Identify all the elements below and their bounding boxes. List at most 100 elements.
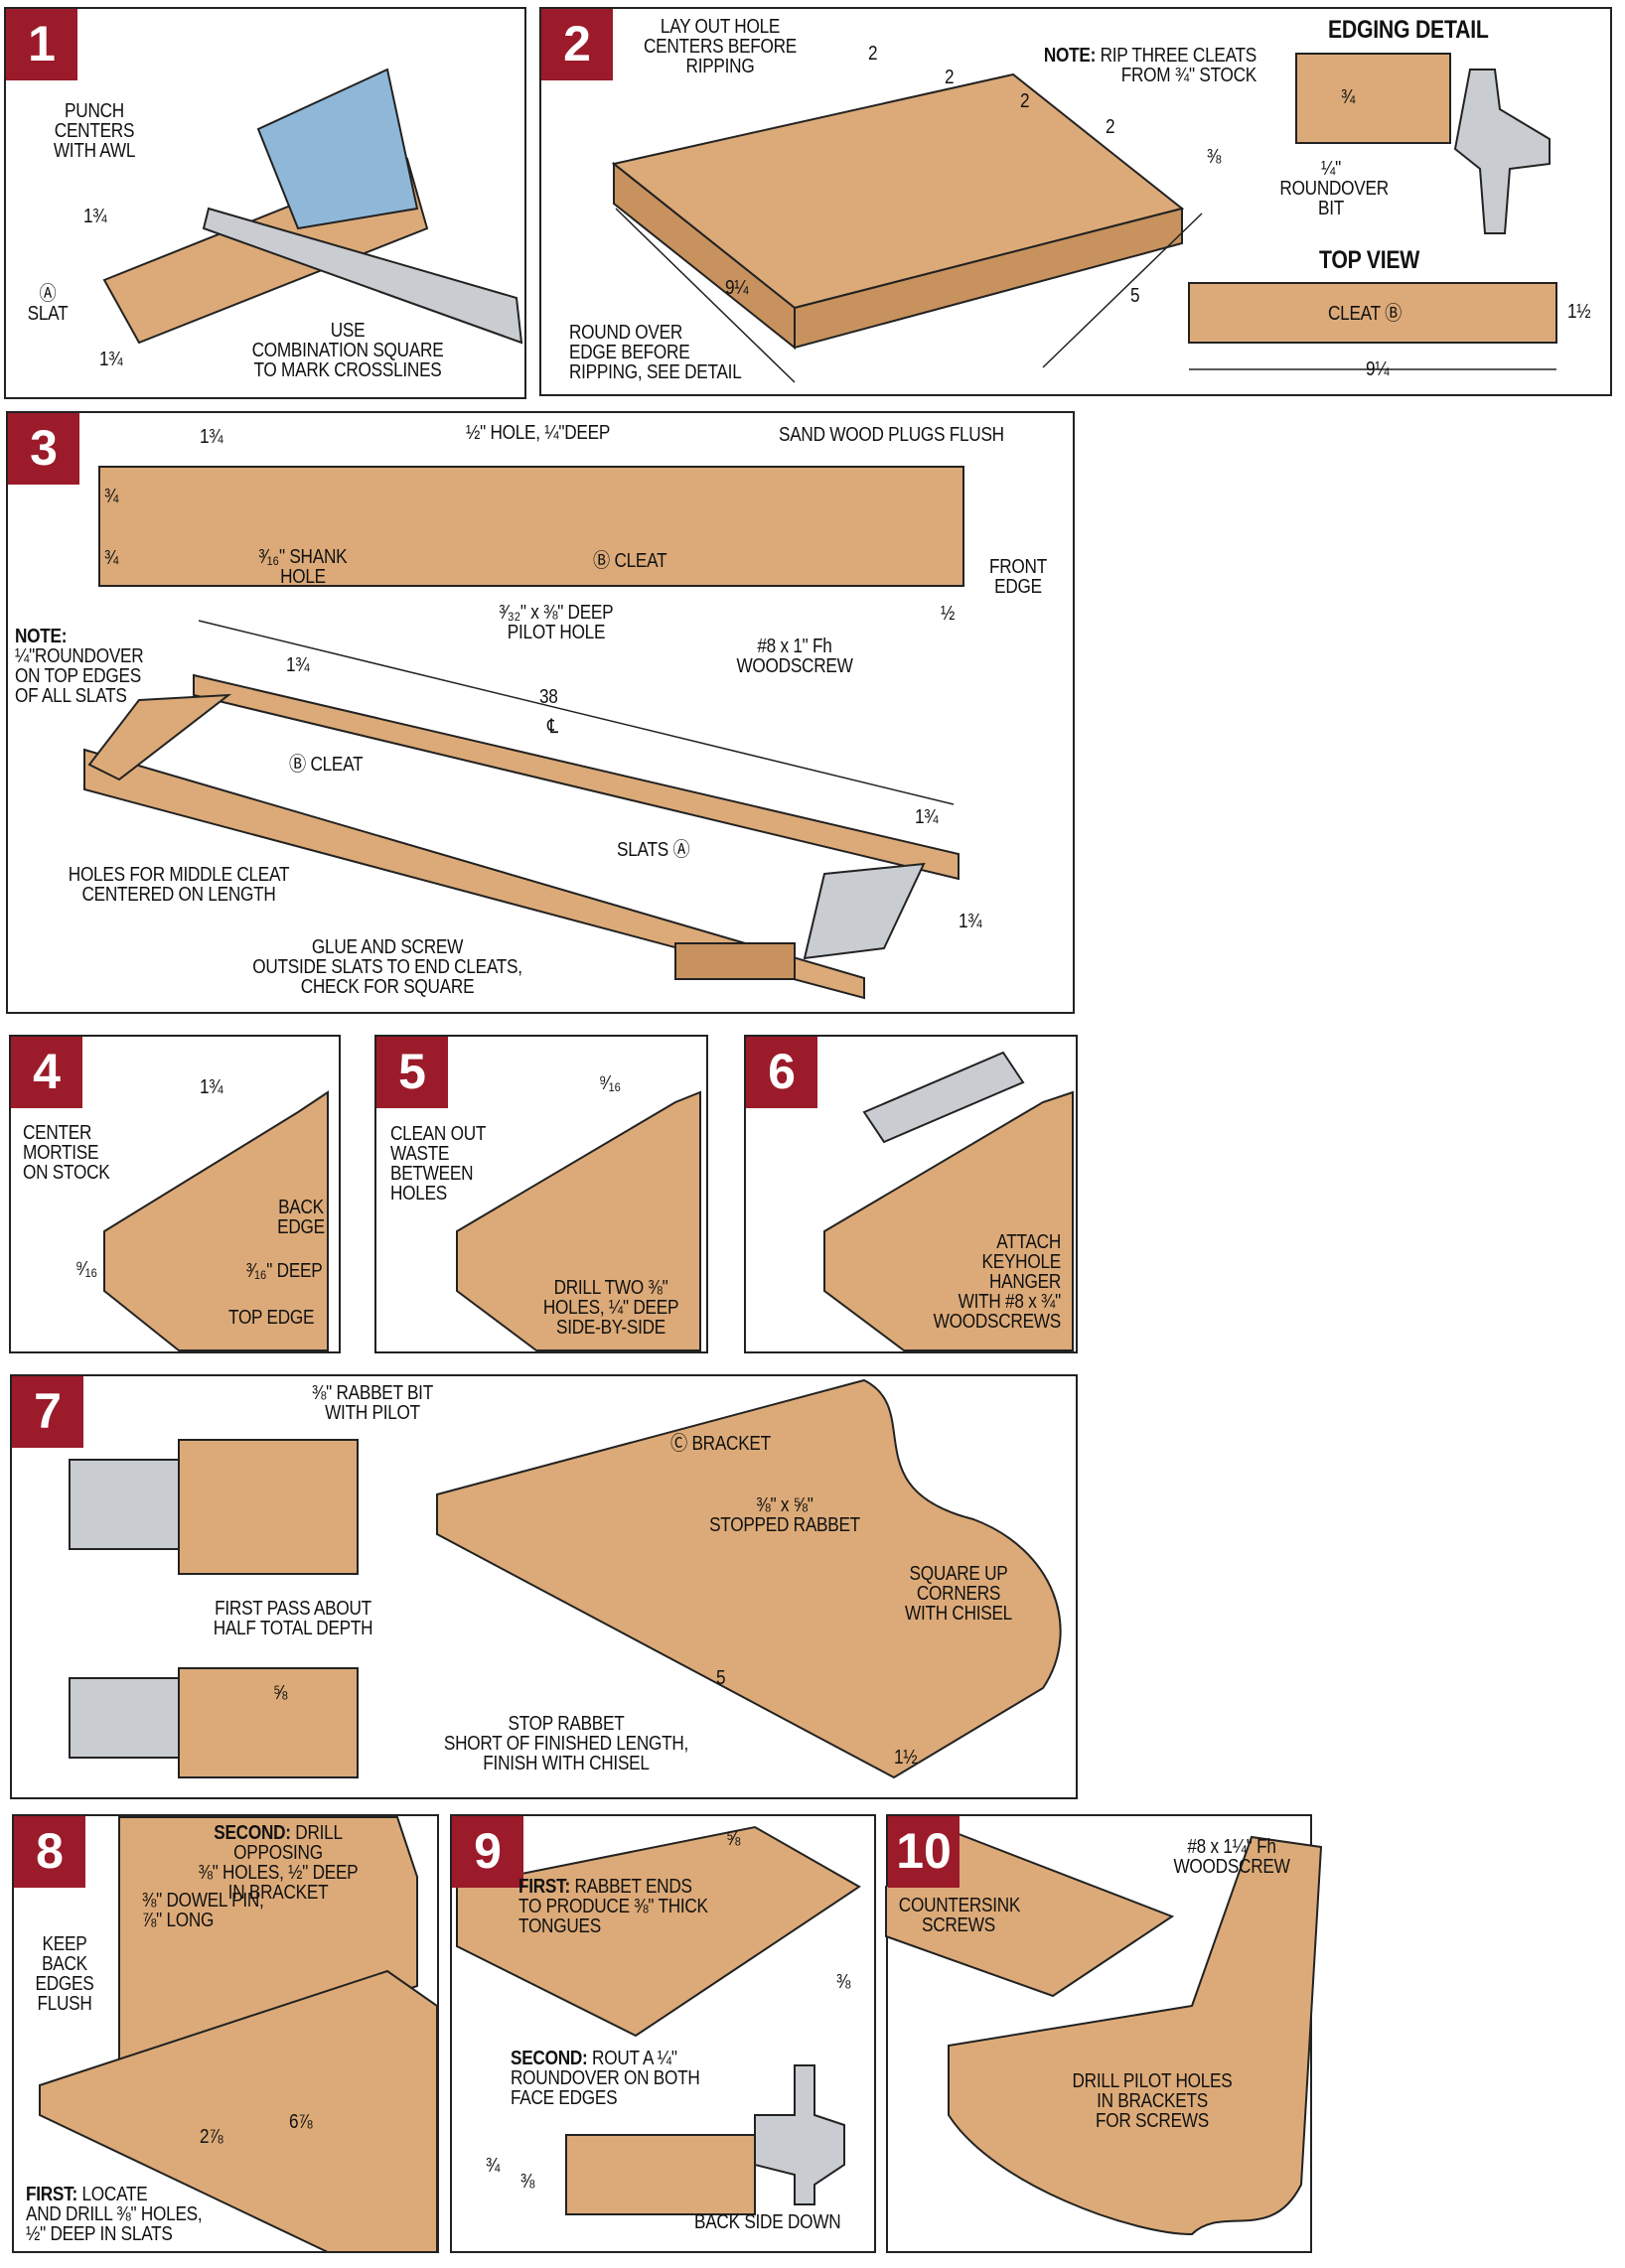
dimension-label: ¾ — [1341, 86, 1356, 108]
dimension-label: ¾ — [104, 486, 119, 507]
dimension-label: ⅜ — [520, 2171, 535, 2193]
callout-square-corners: SQUARE UP CORNERS WITH CHISEL — [904, 1563, 1013, 1625]
callout-locate-drill: FIRST: LOCATE AND DRILL ⅜" HOLES, ½" DEE… — [26, 2185, 203, 2244]
dimension-label: ⁹⁄₁₆ — [599, 1072, 621, 1094]
callout-center-mortise: CENTER MORTISE ON STOCK — [23, 1122, 110, 1184]
slat-tongue-9 — [456, 1825, 861, 2038]
dimension-label: ⅜ — [836, 1971, 851, 1993]
callout-shank-hole: ³⁄₁₆" SHANK HOLE — [258, 546, 348, 588]
step-number-badge: 7 — [12, 1376, 83, 1448]
dimension-label: 1½ — [894, 1747, 918, 1769]
mortise-stock-4 — [103, 1090, 329, 1351]
step-number-badge: 10 — [888, 1816, 960, 1888]
dimension-label: 2 — [1020, 90, 1030, 112]
dimension-label: ¾ — [486, 2155, 501, 2177]
callout-dowel-pin: ⅜" DOWEL PIN, ⅞" LONG — [142, 1890, 264, 1931]
end-cleat-right — [803, 862, 926, 960]
dimension-label: 5 — [1130, 285, 1140, 307]
part-label-slat: Ⓐ SLAT — [27, 283, 69, 325]
level-illustration — [674, 942, 796, 980]
dimension-label: ⅜ — [1207, 146, 1222, 168]
roundover-bit-illustration — [1453, 69, 1551, 234]
slats-a-label: SLATS Ⓐ — [617, 839, 690, 861]
rabbet-workpiece-1 — [178, 1439, 359, 1575]
callout-rout-roundover: SECOND: ROUT A ¼" ROUNDOVER ON BOTH FACE… — [511, 2049, 700, 2108]
callout-back-side-down: BACK SIDE DOWN — [694, 2211, 841, 2233]
callout-top-edge: TOP EDGE — [228, 1307, 315, 1329]
bracket-8 — [118, 1816, 418, 2087]
step-1-panel — [4, 7, 526, 399]
callout-combination-square: USE COMBINATION SQUARE TO MARK CROSSLINE… — [251, 320, 444, 381]
board-side — [794, 207, 1183, 350]
dimension-label: 5 — [716, 1667, 726, 1689]
dimension-label: 2 — [868, 43, 878, 65]
top-view-cleat — [1188, 282, 1557, 344]
dimension-label: 1¾ — [286, 654, 310, 676]
callout-back-edge: BACK EDGE — [277, 1197, 325, 1238]
cleat-b-label: CLEAT Ⓑ — [1328, 303, 1403, 325]
callout-woodscrew: #8 x 1" Fh WOODSCREW — [736, 636, 853, 677]
end-cleat-left — [87, 693, 232, 781]
step-number-badge: 3 — [8, 413, 79, 485]
callout-round-over: ROUND OVER EDGE BEFORE RIPPING, SEE DETA… — [569, 322, 742, 383]
bracket-c-label: Ⓒ BRACKET — [670, 1433, 771, 1455]
callout-first-pass: FIRST PASS ABOUT HALF TOTAL DEPTH — [213, 1598, 373, 1639]
dimension-label: ½ — [941, 603, 956, 625]
step-text: ROUT A ¼" ROUNDOVER ON BOTH FACE EDGES — [511, 2048, 700, 2109]
callout-drill-bracket: SECOND: DRILL OPPOSING ⅜" HOLES, ½" DEEP… — [176, 1823, 380, 1903]
board-top — [611, 72, 1185, 310]
dimension-label: 2⅞ — [200, 2126, 223, 2148]
callout-rabbet-ends: FIRST: RABBET ENDS TO PRODUCE ⅜" THICK T… — [518, 1877, 708, 1936]
step-label: SECOND: — [214, 1822, 291, 1844]
edging-detail-title: EDGING DETAIL — [1328, 16, 1489, 44]
dimension-line — [198, 620, 955, 805]
bracket-c-illustration — [436, 1378, 1062, 1779]
dimension-label: 1½ — [1567, 301, 1591, 323]
step-number-badge: 1 — [6, 9, 77, 80]
callout-drill-two-holes: DRILL TWO ⅜" HOLES, ¼" DEEP SIDE-BY-SIDE — [542, 1277, 679, 1339]
step-number-badge: 4 — [11, 1037, 82, 1108]
step-number-badge: 8 — [14, 1816, 85, 1888]
step-text: RABBET ENDS TO PRODUCE ⅜" THICK TONGUES — [518, 1876, 708, 1937]
note-label: NOTE: — [1043, 45, 1097, 67]
mortise-stock-6 — [823, 1090, 1074, 1351]
keyhole-hanger — [862, 1051, 1025, 1144]
callout-keep-flush: KEEP BACK EDGES FLUSH — [35, 1933, 94, 2015]
dimension-label: 1¾ — [83, 206, 107, 227]
rabbet-bit-2 — [69, 1677, 180, 1759]
callout-roundover-bit: ¼" ROUNDOVER BIT — [1279, 158, 1389, 219]
callout-clean-out-waste: CLEAN OUT WASTE BETWEEN HOLES — [390, 1123, 487, 1205]
bracket-10 — [948, 1835, 1323, 2236]
slat-frame-bottom — [83, 748, 865, 1000]
dimension-label: 9¼ — [725, 277, 749, 299]
step-number-badge: 9 — [452, 1816, 523, 1888]
rabbet-workpiece-2 — [178, 1667, 359, 1778]
slat-section-9 — [565, 2134, 756, 2215]
dimension-label: 2 — [945, 67, 955, 88]
dimension-line — [1042, 213, 1203, 368]
slat-frame-top — [193, 673, 960, 881]
dimension-label: 1¾ — [915, 806, 939, 828]
step-label: SECOND: — [511, 2048, 588, 2069]
cleat-b-label: Ⓑ CLEAT — [593, 550, 667, 572]
step-number-badge: 6 — [746, 1037, 817, 1108]
note-label: NOTE: — [15, 626, 68, 647]
callout-depth: ³⁄₁₆" DEEP — [246, 1260, 323, 1282]
callout-punch-centers: PUNCH CENTERS WITH AWL — [53, 100, 136, 162]
callout-middle-cleat-holes: HOLES FOR MIDDLE CLEAT CENTERED ON LENGT… — [68, 864, 290, 906]
dimension-label: 38 — [539, 686, 558, 708]
callout-drill-pilot-holes: DRILL PILOT HOLES IN BRACKETS FOR SCREWS — [1072, 2070, 1233, 2132]
note-text: ¼"ROUNDOVER ON TOP EDGES OF ALL SLATS — [15, 645, 144, 707]
dimension-label: 6⅞ — [289, 2111, 313, 2133]
dimension-label: 1¾ — [99, 349, 123, 370]
dimension-label: 1¾ — [200, 1076, 223, 1098]
step-number-badge: 2 — [541, 9, 613, 80]
step-text: DRILL OPPOSING ⅜" HOLES, ½" DEEP IN BRAC… — [198, 1822, 359, 1904]
dimension-label: ¾ — [104, 547, 119, 569]
rabbet-bit-1 — [69, 1459, 180, 1550]
callout-sand-plugs: SAND WOOD PLUGS FLUSH — [779, 424, 1004, 446]
callout-glue-and-screw: GLUE AND SCREW OUTSIDE SLATS TO END CLEA… — [252, 936, 522, 998]
cleat-b-section — [98, 466, 964, 587]
centerline-mark: ℄ — [547, 716, 558, 738]
